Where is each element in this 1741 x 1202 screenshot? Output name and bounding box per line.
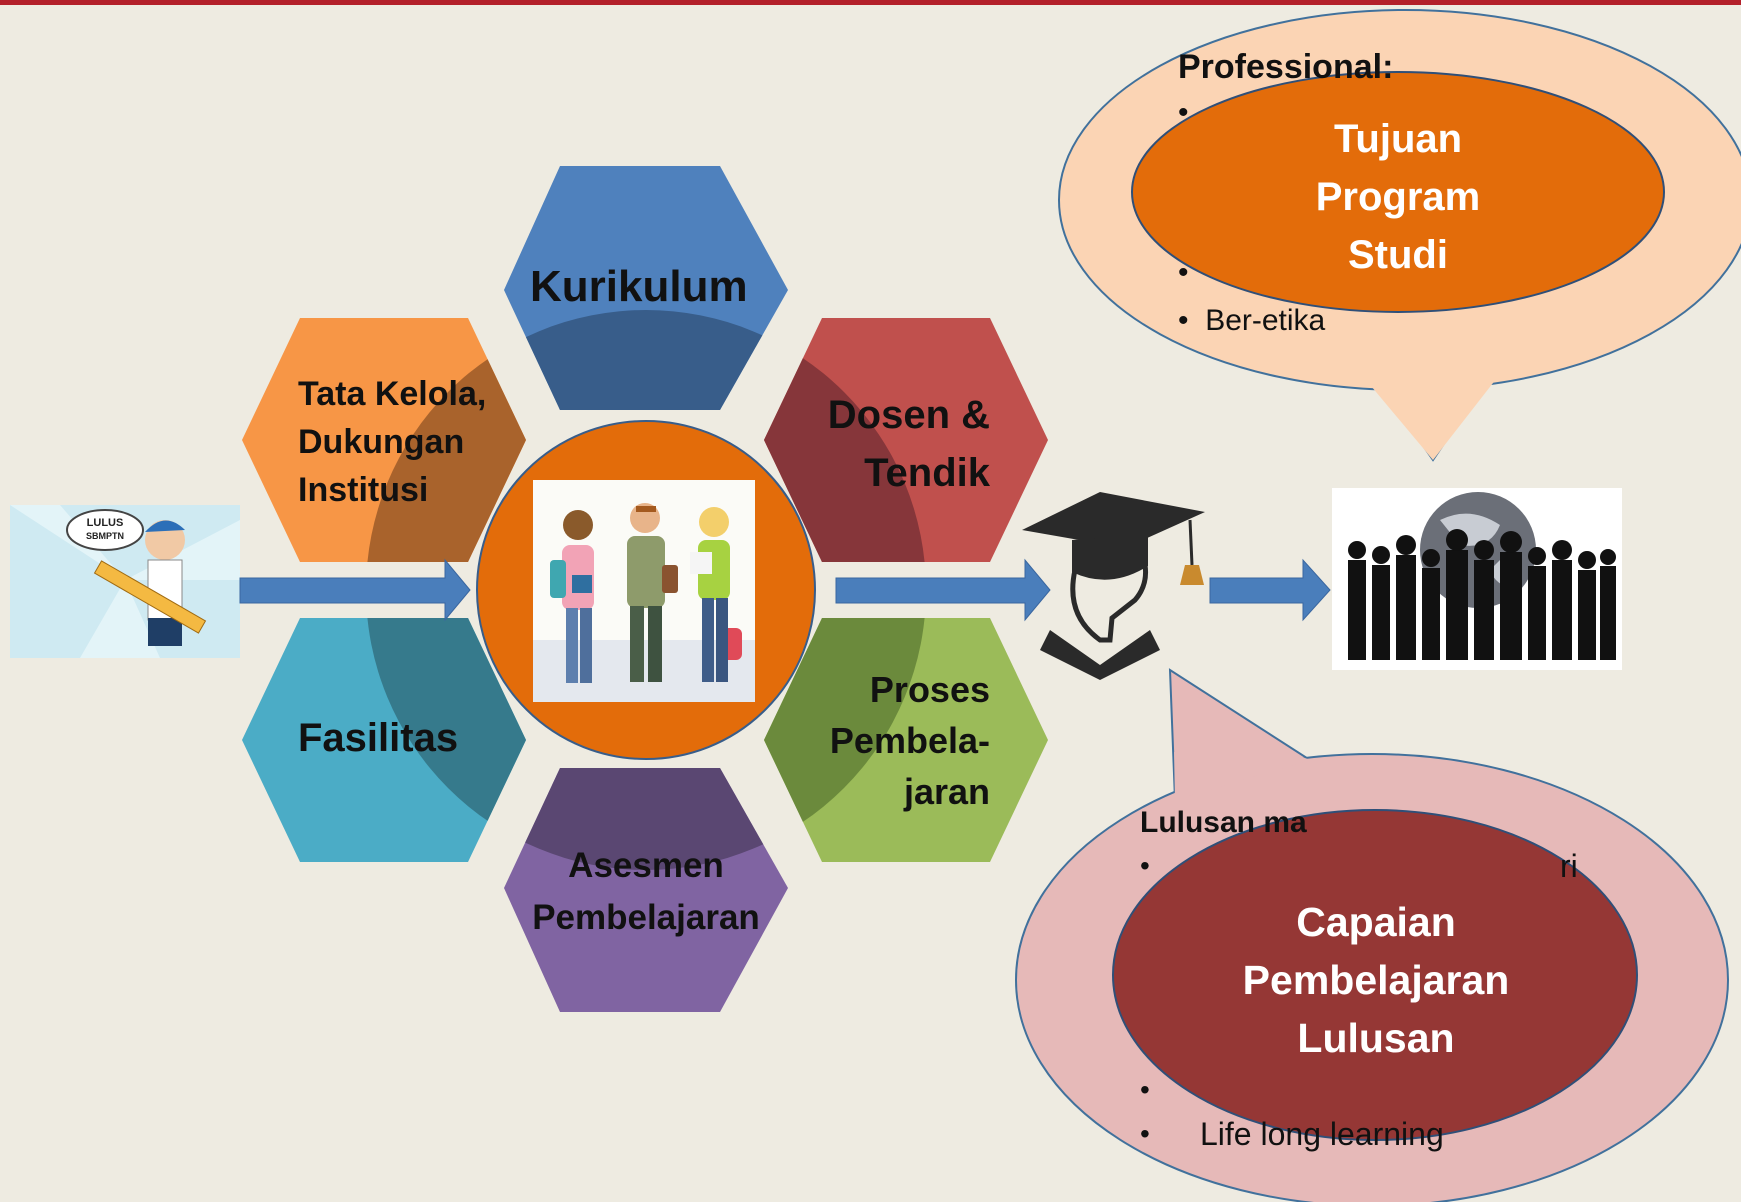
bottom-bubble-heading: Lulusan ma [1140,806,1307,839]
hex-asesmen [504,768,788,1012]
bottom-bubble-last-item: Life long learning [1200,1116,1444,1152]
top-oval-label: Tujuan Program Studi [1315,117,1481,277]
top-bubble-bullet-2: • [1178,256,1189,289]
bottom-speech-bubble [1015,668,1729,1202]
hex-fasilitas [242,618,526,862]
arrow-1 [239,558,471,622]
hex-dosen-tendik [764,318,1048,562]
bottom-oval-label: Capaian Pembelajaran Lulusan [1242,899,1510,1061]
label-fasilitas: Fasilitas [298,716,459,760]
arrow-2 [835,558,1051,622]
hex-kurikulum [504,166,788,410]
top-speech-bubble [1058,9,1741,462]
label-asesmen: Asesmen Pembelajaran [532,846,760,937]
sign-text-1: LULUS [87,517,124,529]
label-proses: Proses Pembela- jaran [829,669,990,812]
bottom-bubble-line1-tail: ri [1560,848,1578,884]
hex-tata-kelola [242,318,526,562]
business-people-icon [1332,488,1622,670]
bottom-oval [1112,809,1638,1141]
label-dosen-tendik: Dosen & Tendik [827,393,990,495]
arrow-3 [1209,558,1331,622]
top-oval [1131,71,1665,313]
students-illustration [533,480,755,702]
bottom-bubble-bullet-1: • [1140,850,1150,881]
sign-text-2: SBMPTN [86,531,124,541]
student-pencil-illustration: LULUS SBMPTN [10,505,240,658]
graduate-icon [1022,492,1205,680]
label-kurikulum: Kurikulum [530,262,748,311]
bottom-bubble-last-bullet: • [1140,1118,1150,1149]
hex-proses [764,618,1048,862]
top-bubble-bullet-1: • [1178,96,1189,129]
label-tata-kelola: Tata Kelola, Dukungan Institusi [298,375,487,509]
top-bubble-heading: Professional: [1178,48,1394,86]
bottom-bubble-bullet-3: • [1140,1074,1150,1105]
top-bubble-bullet-3: • Ber-etika [1178,304,1326,337]
top-accent-bar [0,0,1741,5]
